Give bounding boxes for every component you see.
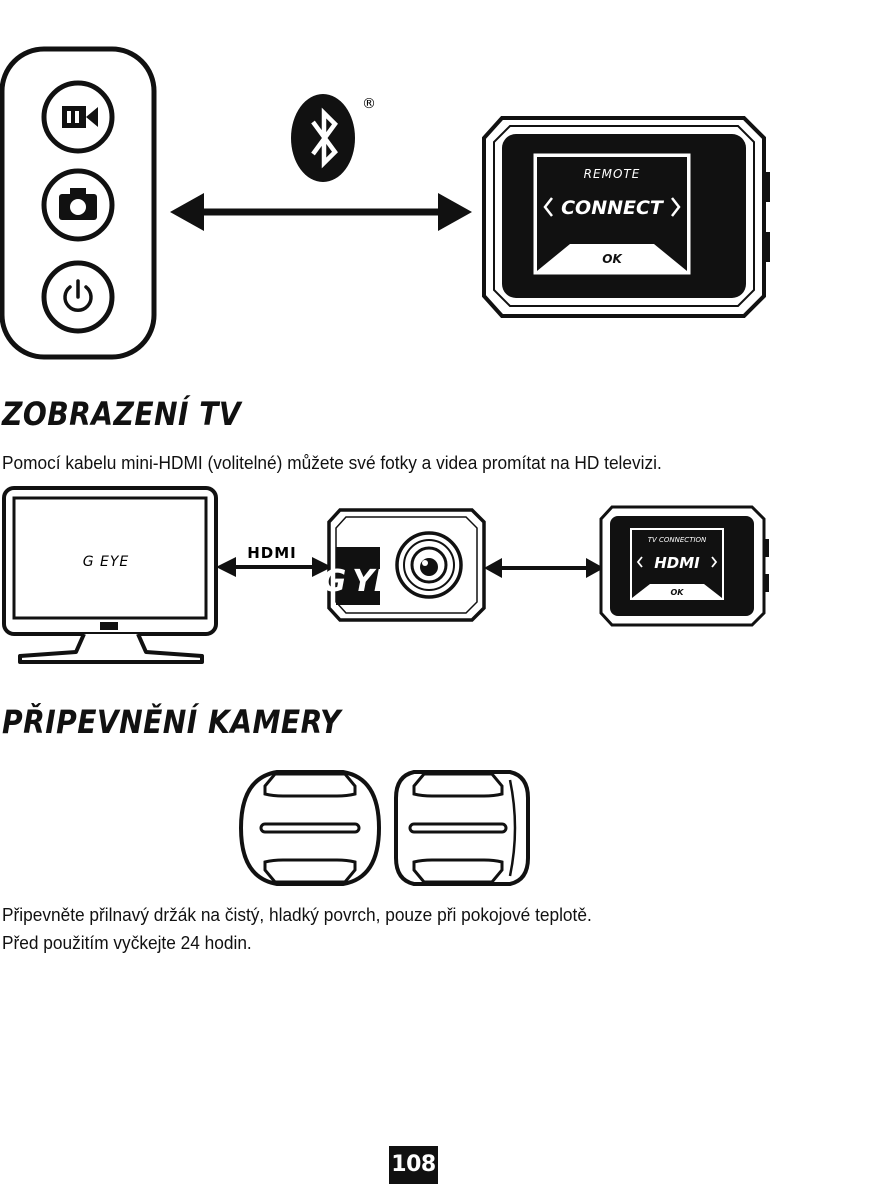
camera-logo: G YE (326, 564, 395, 599)
tv-screen-label: TV CONNECTION (648, 536, 707, 544)
curved-adhesive-mount (392, 768, 532, 888)
tv-section-title: ZOBRAZENÍ TV (2, 395, 241, 433)
tv-screen-ok: OK (671, 588, 685, 597)
tv-section-text: Pomocí kabelu mini-HDMI (volitelné) může… (2, 451, 662, 475)
mount-section-title: PŘIPEVNĚNÍ KAMERY (2, 703, 341, 741)
hdmi-cable-arrow: HDMI (214, 542, 334, 592)
action-camera-remote-screen: REMOTE CONNECT OK (482, 112, 772, 322)
video-record-icon (44, 83, 112, 151)
flat-adhesive-mount (237, 768, 383, 888)
screen-label: REMOTE (584, 167, 641, 181)
action-camera-hdmi-screen: TV CONNECTION HDMI OK (598, 504, 770, 628)
screen-title: CONNECT (561, 197, 665, 219)
tv-screen-brand: G EYE (83, 554, 130, 570)
mount-text-line-1: Připevněte přilnavý držák na čistý, hlad… (2, 903, 592, 927)
television: G EYE (2, 486, 220, 664)
remote-control (0, 45, 170, 365)
page-number: 108 (389, 1146, 438, 1184)
bidirectional-arrow (168, 187, 478, 237)
screen-ok: OK (602, 252, 623, 266)
connection-arrow (482, 548, 607, 588)
action-camera-front: G YE (326, 507, 488, 623)
hdmi-label: HDMI (247, 544, 297, 562)
camera-icon (44, 171, 112, 239)
registered-mark: ® (362, 96, 376, 112)
power-icon (44, 263, 112, 331)
page-number-box: 108 (389, 1146, 438, 1184)
mount-text-line-2: Před použitím vyčkejte 24 hodin. (2, 931, 252, 955)
tv-screen-title: HDMI (654, 554, 700, 572)
bluetooth-icon: ® (285, 88, 381, 188)
